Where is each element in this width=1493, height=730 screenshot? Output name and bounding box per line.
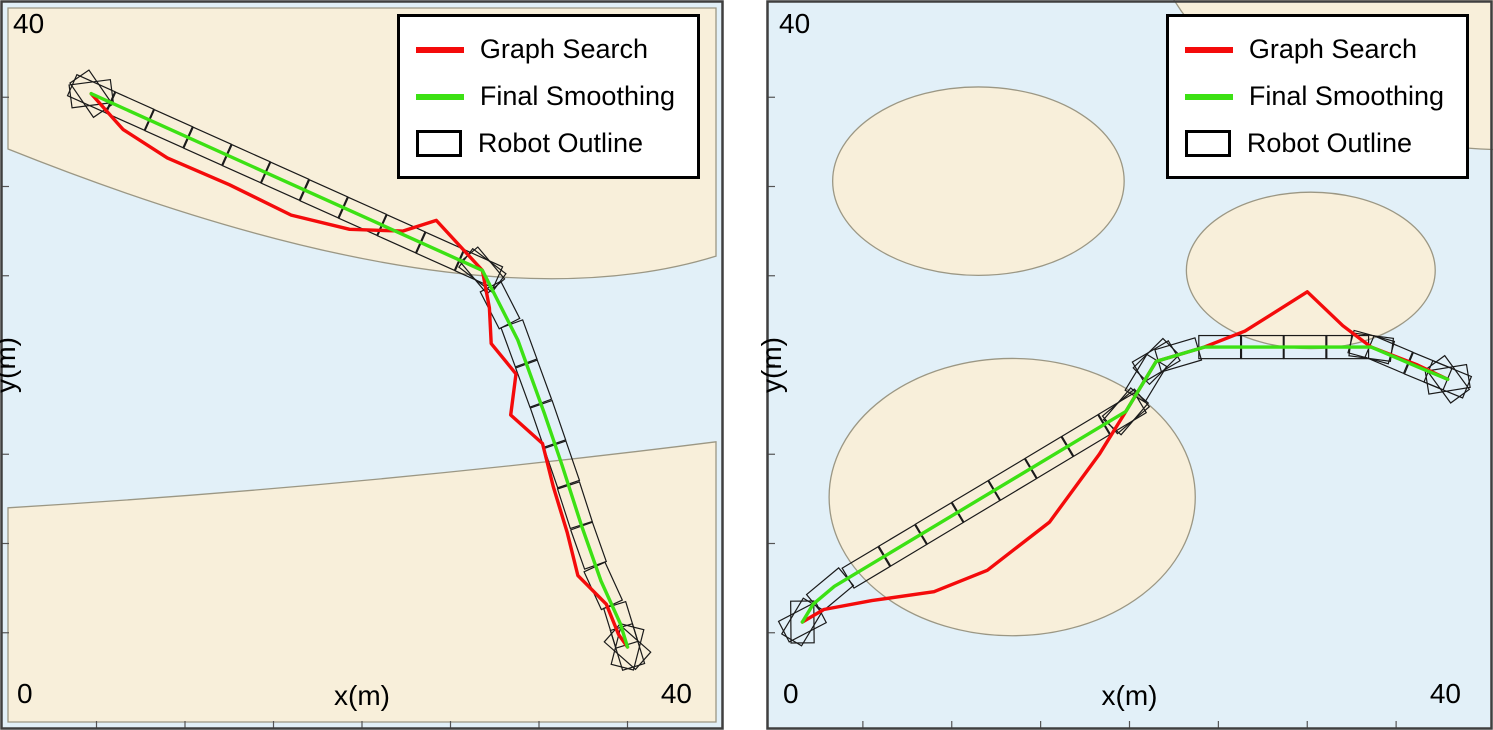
legend-label-robot-outline: Robot Outline (1246, 128, 1412, 158)
panel-elliptical-obstacles: 40 y(m) 0 x(m) 40 Graph Search Final Smo… (756, 0, 1493, 730)
legend-label-final-smoothing: Final Smoothing (479, 81, 675, 111)
legend-label-graph-search: Graph Search (479, 34, 648, 64)
legend-label-graph-search: Graph Search (1248, 34, 1417, 64)
x-axis-title: x(m) (334, 680, 390, 711)
legend: Graph Search Final Smoothing Robot Outli… (396, 14, 700, 179)
origin-label: 0 (17, 678, 33, 709)
robot-outline-swatch (1184, 130, 1231, 157)
panel-curved-obstacles: 40 y(m) 0 x(m) 40 Graph Search Final Smo… (0, 0, 724, 730)
legend-item-final-smoothing: Final Smoothing (415, 74, 675, 119)
legend-item-robot-outline: Robot Outline (1184, 121, 1444, 166)
y-axis-title: y(m) (0, 337, 21, 393)
x-axis-max-label: 40 (1429, 678, 1461, 709)
legend-item-final-smoothing: Final Smoothing (1184, 74, 1444, 119)
legend-item-graph-search: Graph Search (1184, 27, 1444, 72)
legend-item-graph-search: Graph Search (415, 27, 675, 72)
graph-search-line-swatch (1184, 46, 1233, 53)
x-axis-title: x(m) (1101, 680, 1158, 711)
y-axis-max-label: 40 (779, 8, 811, 39)
origin-label: 0 (783, 678, 799, 709)
x-axis-max-label: 40 (660, 678, 692, 709)
y-axis-max-label: 40 (13, 8, 45, 39)
final-smoothing-line-swatch (415, 93, 464, 100)
legend: Graph Search Final Smoothing Robot Outli… (1165, 14, 1469, 179)
legend-label-final-smoothing: Final Smoothing (1248, 81, 1444, 111)
legend-label-robot-outline: Robot Outline (477, 128, 643, 158)
graph-search-line-swatch (415, 46, 464, 53)
legend-item-robot-outline: Robot Outline (415, 121, 675, 166)
y-axis-title: y(m) (755, 337, 787, 393)
final-smoothing-line-swatch (1184, 93, 1233, 100)
robot-outline-swatch (415, 130, 462, 157)
